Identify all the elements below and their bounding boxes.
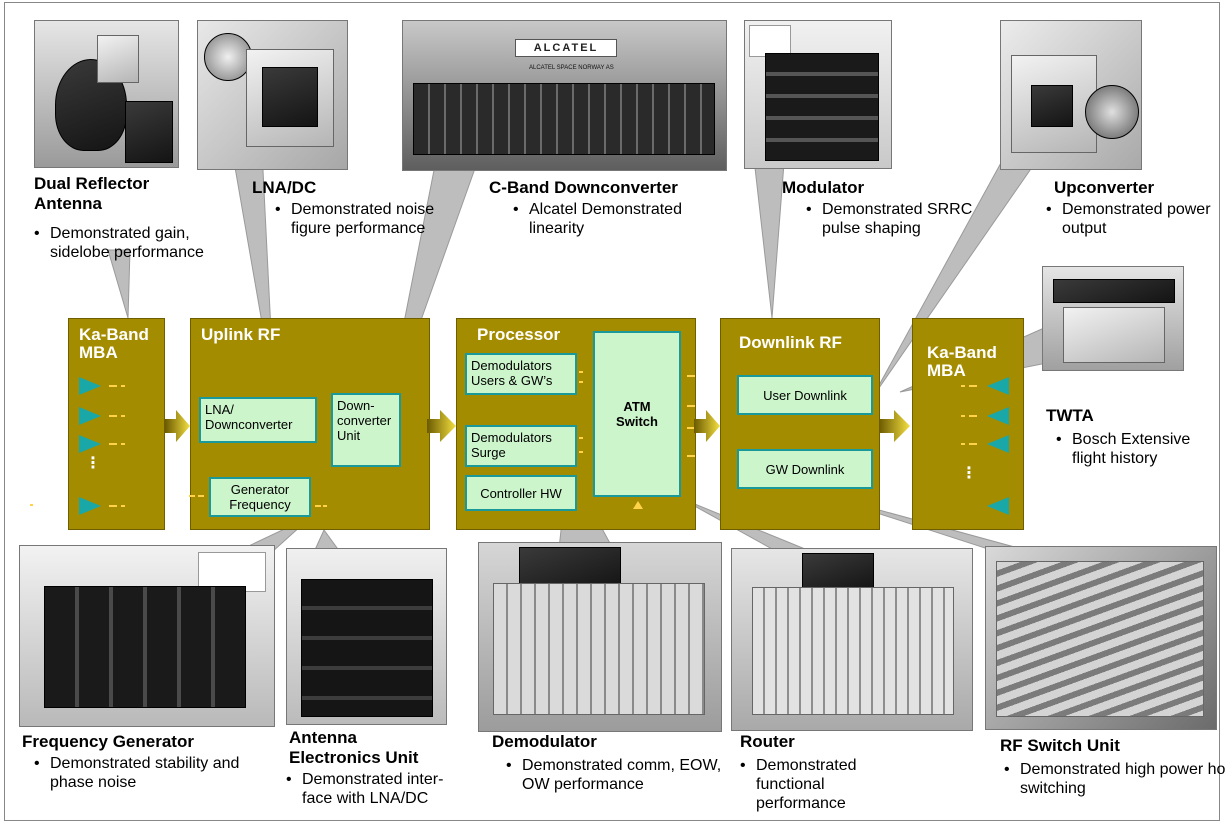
- feed-horn-icon: [987, 407, 1009, 425]
- ka-band-left-title-line1: Ka-Band: [79, 325, 149, 344]
- twta-title: TWTA: [1046, 406, 1094, 425]
- controller-arrow-icon: [633, 501, 643, 509]
- demodulator-title: Demodulator: [492, 732, 597, 751]
- modulator-title: Modulator: [782, 178, 865, 197]
- modulator-photo: [744, 20, 892, 169]
- rf-switch-title: RF Switch Unit: [1000, 736, 1120, 755]
- rf-switch-unit-photo: [985, 546, 1217, 730]
- lna-downconverter-box: LNA/ Downconverter: [199, 397, 317, 443]
- dual-reflector-bullet: Demonstrated gain, sidelobe performance: [34, 224, 210, 262]
- antenna-electronics-unit-photo: [286, 548, 447, 725]
- ka-band-right-title-line2: MBA: [927, 361, 966, 380]
- freq-gen-bullet: Demonstrated stability and phase noise: [34, 754, 270, 792]
- downlink-rf-title: Downlink RF: [739, 333, 842, 352]
- cband-title: C-Band Downconverter: [489, 178, 678, 197]
- processor-block: Processor Demodulators Users & GW’s Demo…: [456, 318, 696, 530]
- frequency-generator-photo: [19, 545, 275, 727]
- router-photo: [731, 548, 973, 731]
- diagram-frame: [4, 2, 1220, 821]
- more-feeds-ellipsis: ⋮: [85, 455, 101, 472]
- downconverter-unit-box: Down- converter Unit: [331, 393, 401, 467]
- feed-horn-icon: [79, 377, 101, 395]
- lna-dc-photo: [197, 20, 348, 170]
- router-title: Router: [740, 732, 795, 751]
- feed-horn-icon: [79, 435, 101, 453]
- feed-horn-icon: [987, 435, 1009, 453]
- downlink-rf-block: Downlink RF User Downlink GW Downlink: [720, 318, 880, 530]
- user-downlink-box: User Downlink: [737, 375, 873, 415]
- feed-horn-icon: [987, 377, 1009, 395]
- upconverter-bullet: Demonstrated power output: [1046, 200, 1222, 238]
- modulator-bullet: Demonstrated SRRC pulse shaping: [806, 200, 982, 238]
- demodulator-bullet: Demonstrated comm, EOW, OW performance: [506, 756, 732, 794]
- feed-horn-icon: [79, 407, 101, 425]
- atm-switch-box: ATM Switch: [593, 331, 681, 497]
- rf-switch-bullet: Demonstrated high power hop switching: [1004, 760, 1226, 798]
- cband-downconverter-photo: ALCATEL ALCATEL SPACE NORWAY AS: [402, 20, 727, 171]
- router-bullet: Demonstrated functional performance: [740, 756, 916, 813]
- ka-band-mba-left-block: Ka-Band MBA ⋮: [68, 318, 165, 530]
- alcatel-logo: ALCATEL: [515, 39, 617, 57]
- demodulators-users-box: Demodulators Users & GW’s: [465, 353, 577, 395]
- ka-band-left-title-line2: MBA: [79, 343, 118, 362]
- controller-hw-box: Controller HW: [465, 475, 577, 511]
- aeu-bullet: Demonstrated inter-face with LNA/DC: [286, 770, 492, 808]
- aeu-title-line1: Antenna: [289, 728, 357, 747]
- demodulator-photo: [478, 542, 722, 732]
- upconverter-title: Upconverter: [1054, 178, 1155, 197]
- ka-band-right-title-line1: Ka-Band: [927, 343, 997, 362]
- demodulators-surge-box: Demodulators Surge: [465, 425, 577, 467]
- more-feeds-ellipsis: ⋮: [961, 465, 977, 482]
- ka-band-mba-right-block: Ka-Band MBA ⋮: [912, 318, 1024, 530]
- freq-gen-title: Frequency Generator: [22, 732, 194, 751]
- upconverter-photo: [1000, 20, 1142, 170]
- uplink-rf-title: Uplink RF: [201, 325, 281, 344]
- gw-downlink-box: GW Downlink: [737, 449, 873, 489]
- frequency-generator-box: Generator Frequency: [209, 477, 311, 517]
- twta-photo: [1042, 266, 1184, 371]
- cband-bullet: Alcatel Demonstrated linearity: [513, 200, 689, 238]
- dual-reflector-title-line2: Antenna: [34, 194, 102, 213]
- alcatel-subtitle: ALCATEL SPACE NORWAY AS: [529, 65, 614, 71]
- aeu-title-line2: Electronics Unit: [289, 748, 419, 767]
- dual-reflector-title-line1: Dual Reflector: [34, 174, 150, 193]
- uplink-rf-block: Uplink RF LNA/ Downconverter Down- conve…: [189, 318, 430, 530]
- dual-reflector-antenna-photo: [34, 20, 179, 168]
- feed-horn-icon: [987, 497, 1009, 515]
- callout-modulator: [752, 149, 786, 319]
- lna-dc-title: LNA/DC: [252, 178, 317, 197]
- lna-dc-bullet: Demonstrated noise figure performance: [275, 200, 441, 238]
- feed-horn-icon: [79, 497, 101, 515]
- twta-bullet: Bosch Extensive flight history: [1056, 430, 1212, 468]
- processor-title: Processor: [477, 325, 561, 344]
